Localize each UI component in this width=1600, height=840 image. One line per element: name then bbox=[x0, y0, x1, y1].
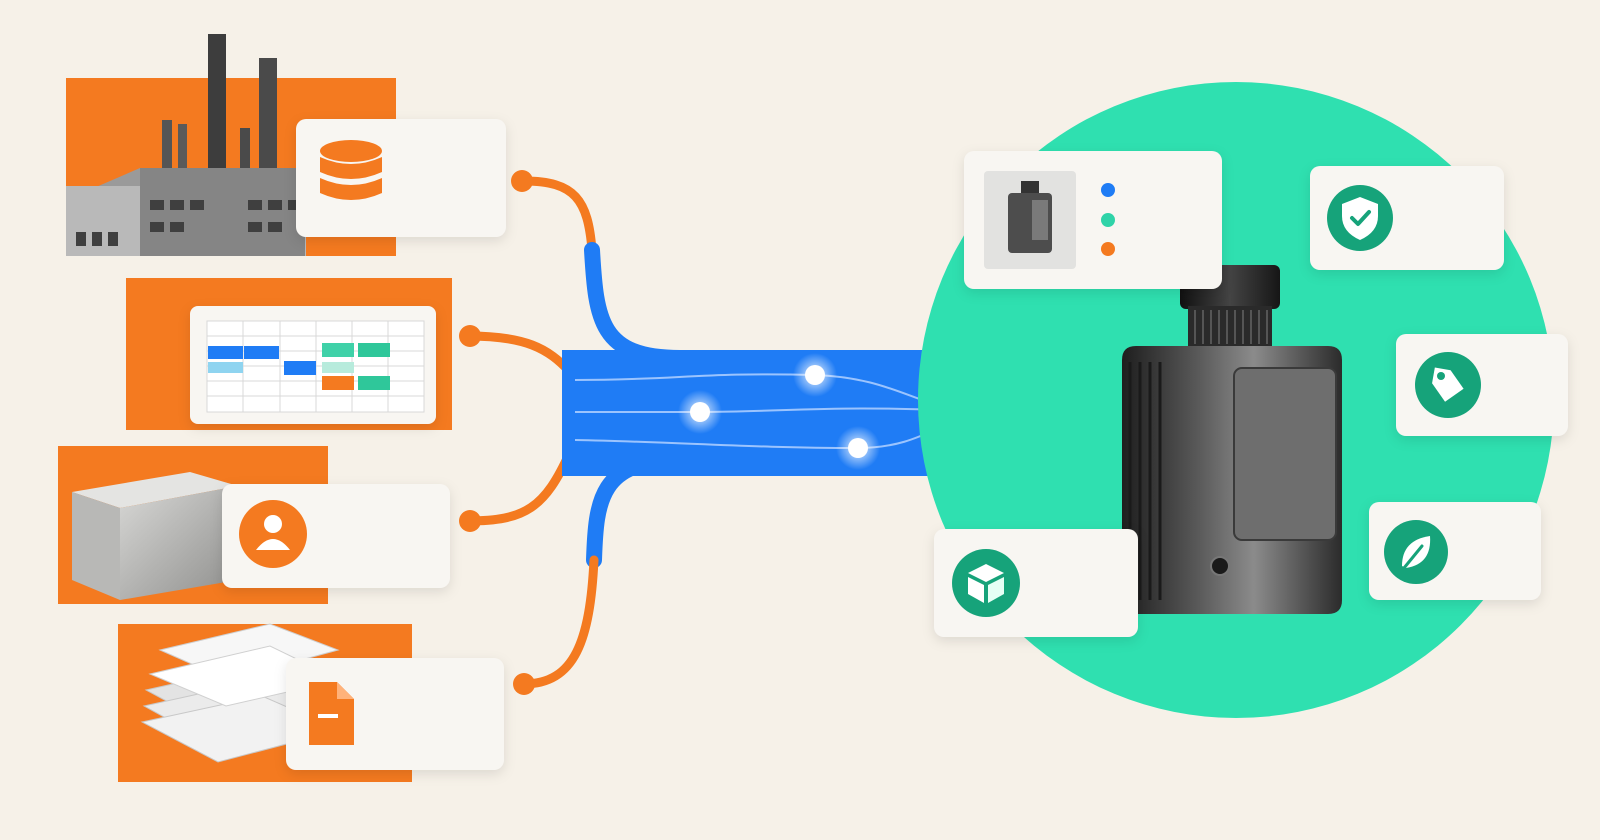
endpoint-dot bbox=[459, 510, 481, 532]
bullet-blue bbox=[1101, 183, 1115, 197]
connector-database-blue bbox=[584, 242, 688, 366]
pipeline-node bbox=[805, 365, 825, 385]
factory-photo bbox=[66, 34, 306, 256]
leaf-icon bbox=[1384, 520, 1448, 584]
endpoint-dot bbox=[459, 325, 481, 347]
product-thumbnail bbox=[984, 171, 1076, 269]
tag-icon bbox=[1415, 352, 1481, 418]
source-spreadsheet bbox=[126, 278, 452, 430]
document-icon bbox=[309, 682, 354, 745]
output-card-product bbox=[964, 151, 1222, 289]
connector-database bbox=[519, 176, 597, 255]
shield-check-icon bbox=[1327, 185, 1393, 251]
database-icon bbox=[320, 140, 382, 200]
box-photo bbox=[72, 472, 238, 600]
user-icon bbox=[239, 500, 307, 568]
endpoint-dot bbox=[511, 170, 533, 192]
connector-user bbox=[463, 447, 575, 526]
spreadsheet-grid bbox=[206, 320, 425, 413]
pipeline-body bbox=[562, 350, 1033, 476]
connector-spreadsheet bbox=[463, 331, 575, 377]
bullet-mint bbox=[1101, 213, 1115, 227]
endpoint-dot bbox=[513, 673, 535, 695]
pipeline-node bbox=[690, 402, 710, 422]
source-documents bbox=[118, 623, 504, 782]
source-factory bbox=[66, 34, 506, 256]
output-card-tag bbox=[1396, 334, 1568, 436]
source-card-database bbox=[296, 119, 506, 237]
cube-icon bbox=[952, 549, 1020, 617]
connector-document bbox=[519, 555, 599, 689]
bullet-orange bbox=[1101, 242, 1115, 256]
output-card-cube bbox=[934, 529, 1138, 637]
source-box bbox=[58, 446, 450, 604]
output-card-leaf bbox=[1369, 502, 1541, 600]
output-card-shield bbox=[1310, 166, 1504, 270]
pipeline-node bbox=[848, 438, 868, 458]
connector-endpoints bbox=[459, 170, 535, 695]
